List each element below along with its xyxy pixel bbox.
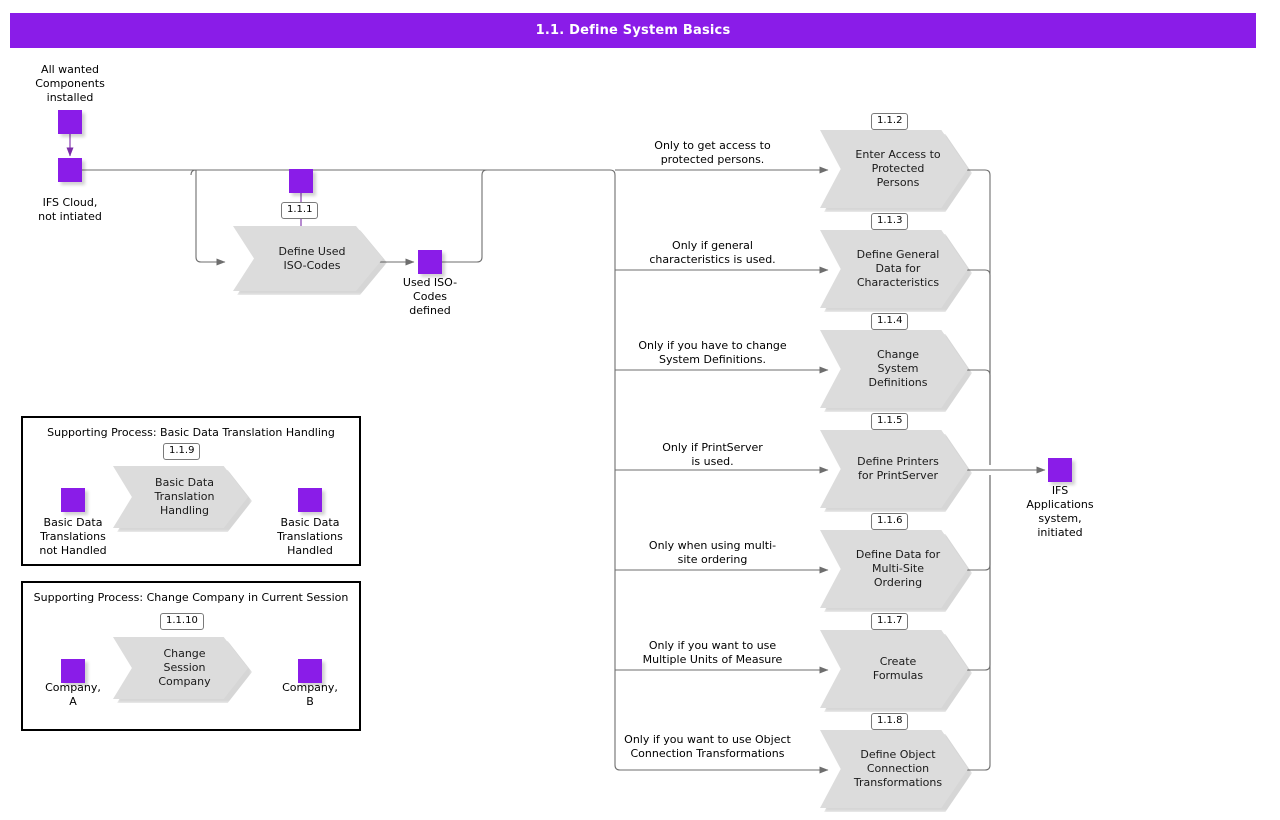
badge-1-1-10: 1.1.10 <box>160 613 204 630</box>
second-state-label: IFS Cloud, not intiated <box>38 196 102 223</box>
supporting-input-label-2: Company, A <box>45 681 101 708</box>
process-define-object-connection-transformations[interactable]: Define Object Connection Transformations <box>820 730 968 808</box>
process-basic-data-translation-handling[interactable]: Basic Data Translation Handling <box>113 466 248 528</box>
process-define-general-data-for-characteristics[interactable]: Define General Data for Characteristics <box>820 230 968 308</box>
supporting-process-title-2: Supporting Process: Change Company in Cu… <box>33 591 349 604</box>
badge-1-1-1: 1.1.1 <box>281 202 319 219</box>
badge-1-1-5: 1.1.5 <box>871 413 909 430</box>
state-basic-data-translations-handled[interactable] <box>298 488 322 512</box>
process-enter-access-to-protected-persons[interactable]: Enter Access to Protected Persons <box>820 130 968 208</box>
used-iso-codes-label: Used ISO- Codes defined <box>402 276 458 317</box>
badge-1-1-6: 1.1.6 <box>871 513 909 530</box>
state-company-a[interactable] <box>61 659 85 683</box>
supporting-output-label-2: Company, B <box>282 681 338 708</box>
condition-label-1-1-6: Only when using multi- site ordering <box>648 539 777 566</box>
state-used-iso-codes-defined[interactable] <box>418 250 442 274</box>
process-define-used-iso-codes[interactable]: Define Used ISO-Codes <box>233 226 383 291</box>
state-ifs-cloud-not-initiated[interactable] <box>58 158 82 182</box>
process-define-data-for-multi-site-ordering[interactable]: Define Data for Multi-Site Ordering <box>820 530 968 608</box>
supporting-output-label-1: Basic Data Translations Handled <box>277 516 343 557</box>
process-define-printers-for-printserver[interactable]: Define Printers for PrintServer <box>820 430 968 508</box>
supporting-process-title-1: Supporting Process: Basic Data Translati… <box>47 426 335 439</box>
end-state-label: IFS Applications system, initiated <box>1026 484 1094 539</box>
process-create-formulas[interactable]: Create Formulas <box>820 630 968 708</box>
condition-label-1-1-2: Only to get access to protected persons. <box>654 139 771 166</box>
supporting-input-label-1: Basic Data Translations not Handled <box>39 516 107 557</box>
badge-1-1-2: 1.1.2 <box>871 113 909 130</box>
state-company-b[interactable] <box>298 659 322 683</box>
condition-label-1-1-7: Only if you want to use Multiple Units o… <box>642 639 783 666</box>
condition-label-1-1-3: Only if general characteristics is used. <box>649 239 776 266</box>
badge-1-1-7: 1.1.7 <box>871 613 909 630</box>
state-basic-data-translations-not-handled[interactable] <box>61 488 85 512</box>
start-state-label: All wanted Components installed <box>35 63 105 104</box>
badge-1-1-3: 1.1.3 <box>871 213 909 230</box>
badge-1-1-9: 1.1.9 <box>163 443 201 460</box>
badge-1-1-4: 1.1.4 <box>871 313 909 330</box>
condition-label-1-1-8: Only if you want to use Object Connectio… <box>624 733 791 760</box>
process-change-session-company[interactable]: Change Session Company <box>113 637 248 699</box>
badge-1-1-8: 1.1.8 <box>871 713 909 730</box>
state-iso-trigger[interactable] <box>289 169 313 193</box>
state-all-components-installed[interactable] <box>58 110 82 134</box>
condition-label-1-1-5: Only if PrintServer is used. <box>662 441 763 468</box>
process-change-system-definitions[interactable]: Change System Definitions <box>820 330 968 408</box>
page-title: 1.1. Define System Basics <box>10 13 1256 48</box>
condition-label-1-1-4: Only if you have to change System Defini… <box>638 339 787 366</box>
state-ifs-applications-system-initiated[interactable] <box>1048 458 1072 482</box>
